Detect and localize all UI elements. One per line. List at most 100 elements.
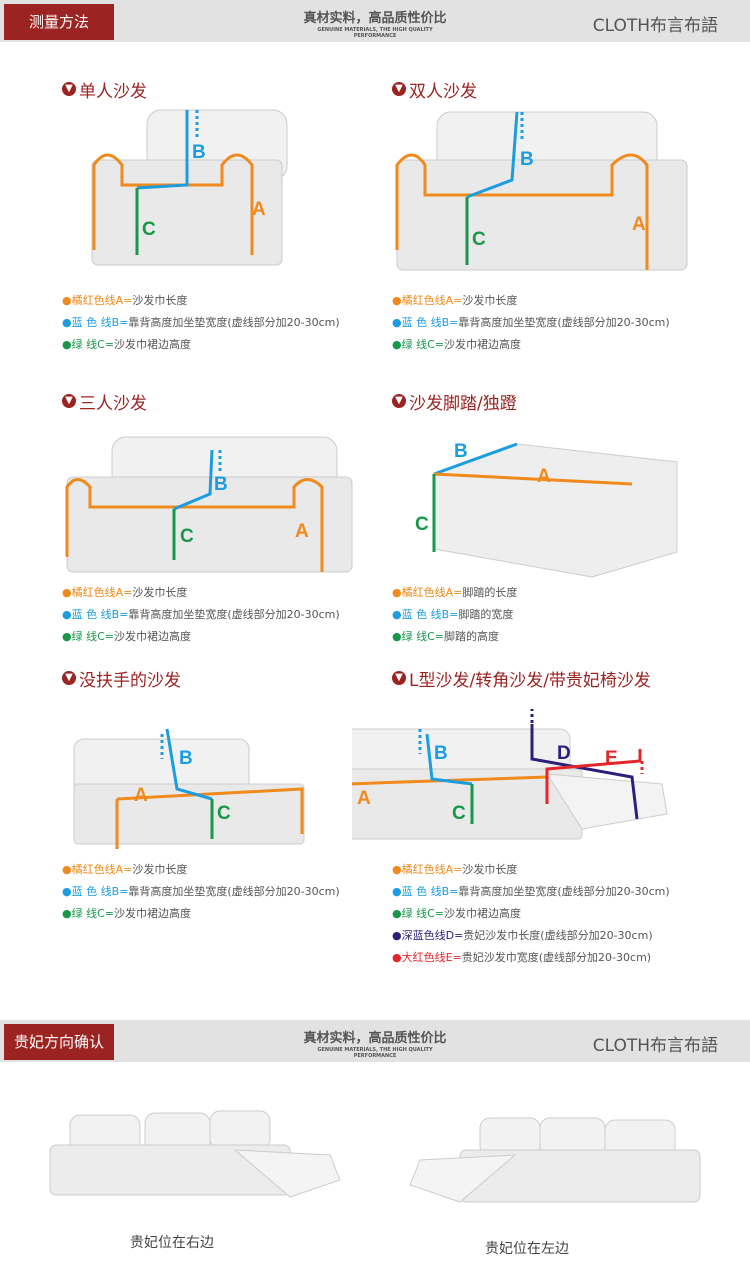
sofa-diagram: BAC xyxy=(65,436,353,573)
label-c: C xyxy=(472,229,486,250)
arrow-down-circle-icon: ▼ xyxy=(392,394,406,408)
legend-key: ●蓝 色 线B= xyxy=(392,316,459,329)
panel-title-text: 双人沙发 xyxy=(409,81,477,102)
legend-item: ●橘红色线A=沙发巾长度 xyxy=(392,290,722,312)
legend-key: ●橘红色线A= xyxy=(392,294,463,307)
legend-item: ●蓝 色 线B=靠背高度加坐垫宽度(虚线部分加20-30cm) xyxy=(62,604,392,626)
panel-title: ▼L型沙发/转角沙发/带贵妃椅沙发 xyxy=(392,667,722,691)
legend-key: ●蓝 色 线B= xyxy=(392,608,459,621)
panel-title-text: 三人沙发 xyxy=(79,393,147,414)
legend-key: ●绿 线C= xyxy=(392,630,444,643)
legend-text: 沙发巾长度 xyxy=(462,863,518,876)
panel-title: ▼沙发脚踏/独蹬 xyxy=(392,390,722,414)
section-tag: 贵妃方向确认 xyxy=(4,1024,114,1060)
slogan-en: GENUINE MATERIALS, THE HIGH QUALITY PERF… xyxy=(317,1047,433,1059)
legend-text: 脚踏的宽度 xyxy=(458,608,514,621)
brand-logo: CLOTH布言布語 xyxy=(592,1036,718,1056)
sofa-diagram: BAC xyxy=(395,111,688,271)
panel-title: ▼单人沙发 xyxy=(62,78,392,102)
measure-panel: ▼没扶手的沙发 B A C ●橘红色线A=沙发巾长度 ●蓝 色 线B=靠背高度加坐垫宽… xyxy=(62,667,392,925)
label-a: A xyxy=(252,199,266,220)
legend-text: 贵妃沙发巾长度(虚线部分加20-30cm) xyxy=(463,929,653,942)
label-c: C xyxy=(180,526,194,547)
sofa-image-chaise-left xyxy=(409,1117,701,1203)
legend-text: 沙发巾长度 xyxy=(132,294,188,307)
legend-item: ●橘红色线A=沙发巾长度 xyxy=(62,290,392,312)
panel-title: ▼没扶手的沙发 xyxy=(62,667,392,691)
legend-text: 沙发巾长度 xyxy=(462,294,518,307)
legend-key: ●大红色线E= xyxy=(392,951,462,964)
label-b: B xyxy=(192,142,206,163)
legend-text: 靠背高度加坐垫宽度(虚线部分加20-30cm) xyxy=(128,316,340,329)
label-c: C xyxy=(142,219,156,240)
legend-text: 沙发巾裙边高度 xyxy=(444,338,521,351)
legend-key: ●深蓝色线D= xyxy=(392,929,464,942)
legend: ●橘红色线A=沙发巾长度●蓝 色 线B=靠背高度加坐垫宽度(虚线部分加20-30… xyxy=(392,290,722,356)
section-tag: 测量方法 xyxy=(4,4,114,40)
legend-item: ●蓝 色 线B=靠背高度加坐垫宽度(虚线部分加20-30cm) xyxy=(392,312,722,334)
legend-key: ●蓝 色 线B= xyxy=(62,316,129,329)
sofa-diagram: BAC xyxy=(415,441,678,578)
legend-text: 沙发巾裙边高度 xyxy=(444,907,521,920)
legend-key: ●蓝 色 线B= xyxy=(392,885,459,898)
legend-text: 沙发巾裙边高度 xyxy=(114,907,191,920)
legend-key: ●蓝 色 线B= xyxy=(62,608,129,621)
label-b: B xyxy=(179,748,193,769)
legend: ●橘红色线A=沙发巾长度●蓝 色 线B=靠背高度加坐垫宽度(虚线部分加20-30… xyxy=(62,582,392,648)
caption-chaise-left: 贵妃位在左边 xyxy=(485,1241,569,1257)
label-b: B xyxy=(520,149,534,170)
legend-text: 靠背高度加坐垫宽度(虚线部分加20-30cm) xyxy=(128,608,340,621)
label-a: A xyxy=(537,466,551,487)
legend-item: ●绿 线C=沙发巾裙边高度 xyxy=(62,334,392,356)
legend: ●橘红色线A=沙发巾长度 ●蓝 色 线B=靠背高度加坐垫宽度(虚线部分加20-30… xyxy=(62,859,392,925)
sofa-diagram: B A C xyxy=(73,728,305,849)
brand-logo: CLOTH布言布語 xyxy=(592,16,718,36)
label-a: A xyxy=(134,785,148,806)
legend: ●橘红色线A=脚踏的长度 ●蓝 色 线B=脚踏的宽度 ●绿 线C=脚踏的高度 xyxy=(392,582,722,648)
legend-key: ●蓝 色 线B= xyxy=(62,885,129,898)
slogan-en: GENUINE MATERIALS, THE HIGH QUALITY PERF… xyxy=(317,27,433,39)
legend-item: ●深蓝色线D=贵妃沙发巾长度(虚线部分加20-30cm) xyxy=(392,925,722,947)
legend-key: ●绿 线C= xyxy=(392,907,444,920)
panel-title-text: 沙发脚踏/独蹬 xyxy=(409,393,517,414)
legend-item: ●蓝 色 线B=靠背高度加坐垫宽度(虚线部分加20-30cm) xyxy=(62,312,392,334)
label-b: B xyxy=(434,743,448,764)
legend-key: ●橘红色线A= xyxy=(392,863,463,876)
legend-key: ●绿 线C= xyxy=(62,907,114,920)
label-d: D xyxy=(557,743,571,764)
label-c: C xyxy=(415,514,429,535)
label-c: C xyxy=(217,803,231,824)
legend-key: ●橘红色线A= xyxy=(62,863,133,876)
legend-item: ●橘红色线A=沙发巾长度 xyxy=(62,859,392,881)
panel-title: ▼三人沙发 xyxy=(62,390,392,414)
legend-item: ●橘红色线A=沙发巾长度 xyxy=(62,582,392,604)
panel-title-text: 单人沙发 xyxy=(79,81,147,102)
sofa-image-chaise-right xyxy=(49,1110,341,1198)
legend-text: 靠背高度加坐垫宽度(虚线部分加20-30cm) xyxy=(128,885,340,898)
label-a: A xyxy=(295,521,309,542)
label-c: C xyxy=(452,803,466,824)
legend-text: 沙发巾长度 xyxy=(132,586,188,599)
legend-key: ●橘红色线A= xyxy=(62,586,133,599)
legend-item: ●大红色线E=贵妃沙发巾宽度(虚线部分加20-30cm) xyxy=(392,947,722,969)
legend-key: ●绿 线C= xyxy=(62,630,114,643)
legend-text: 脚踏的长度 xyxy=(462,586,518,599)
slogan-text: 真材实料，高品质性价比 xyxy=(303,1031,447,1046)
legend: ●橘红色线A=沙发巾长度●蓝 色 线B=靠背高度加坐垫宽度(虚线部分加20-30… xyxy=(62,290,392,356)
arrow-down-circle-icon: ▼ xyxy=(62,394,76,408)
legend-text: 贵妃沙发巾宽度(虚线部分加20-30cm) xyxy=(461,951,652,964)
legend-text: 脚踏的高度 xyxy=(444,630,499,643)
label-e: E xyxy=(605,748,618,769)
panel-title-text: 没扶手的沙发 xyxy=(79,670,181,691)
legend-item: ●橘红色线A=脚踏的长度 xyxy=(392,582,722,604)
arrow-down-circle-icon: ▼ xyxy=(392,671,406,685)
sofa-diagram: B A C xyxy=(91,109,288,266)
